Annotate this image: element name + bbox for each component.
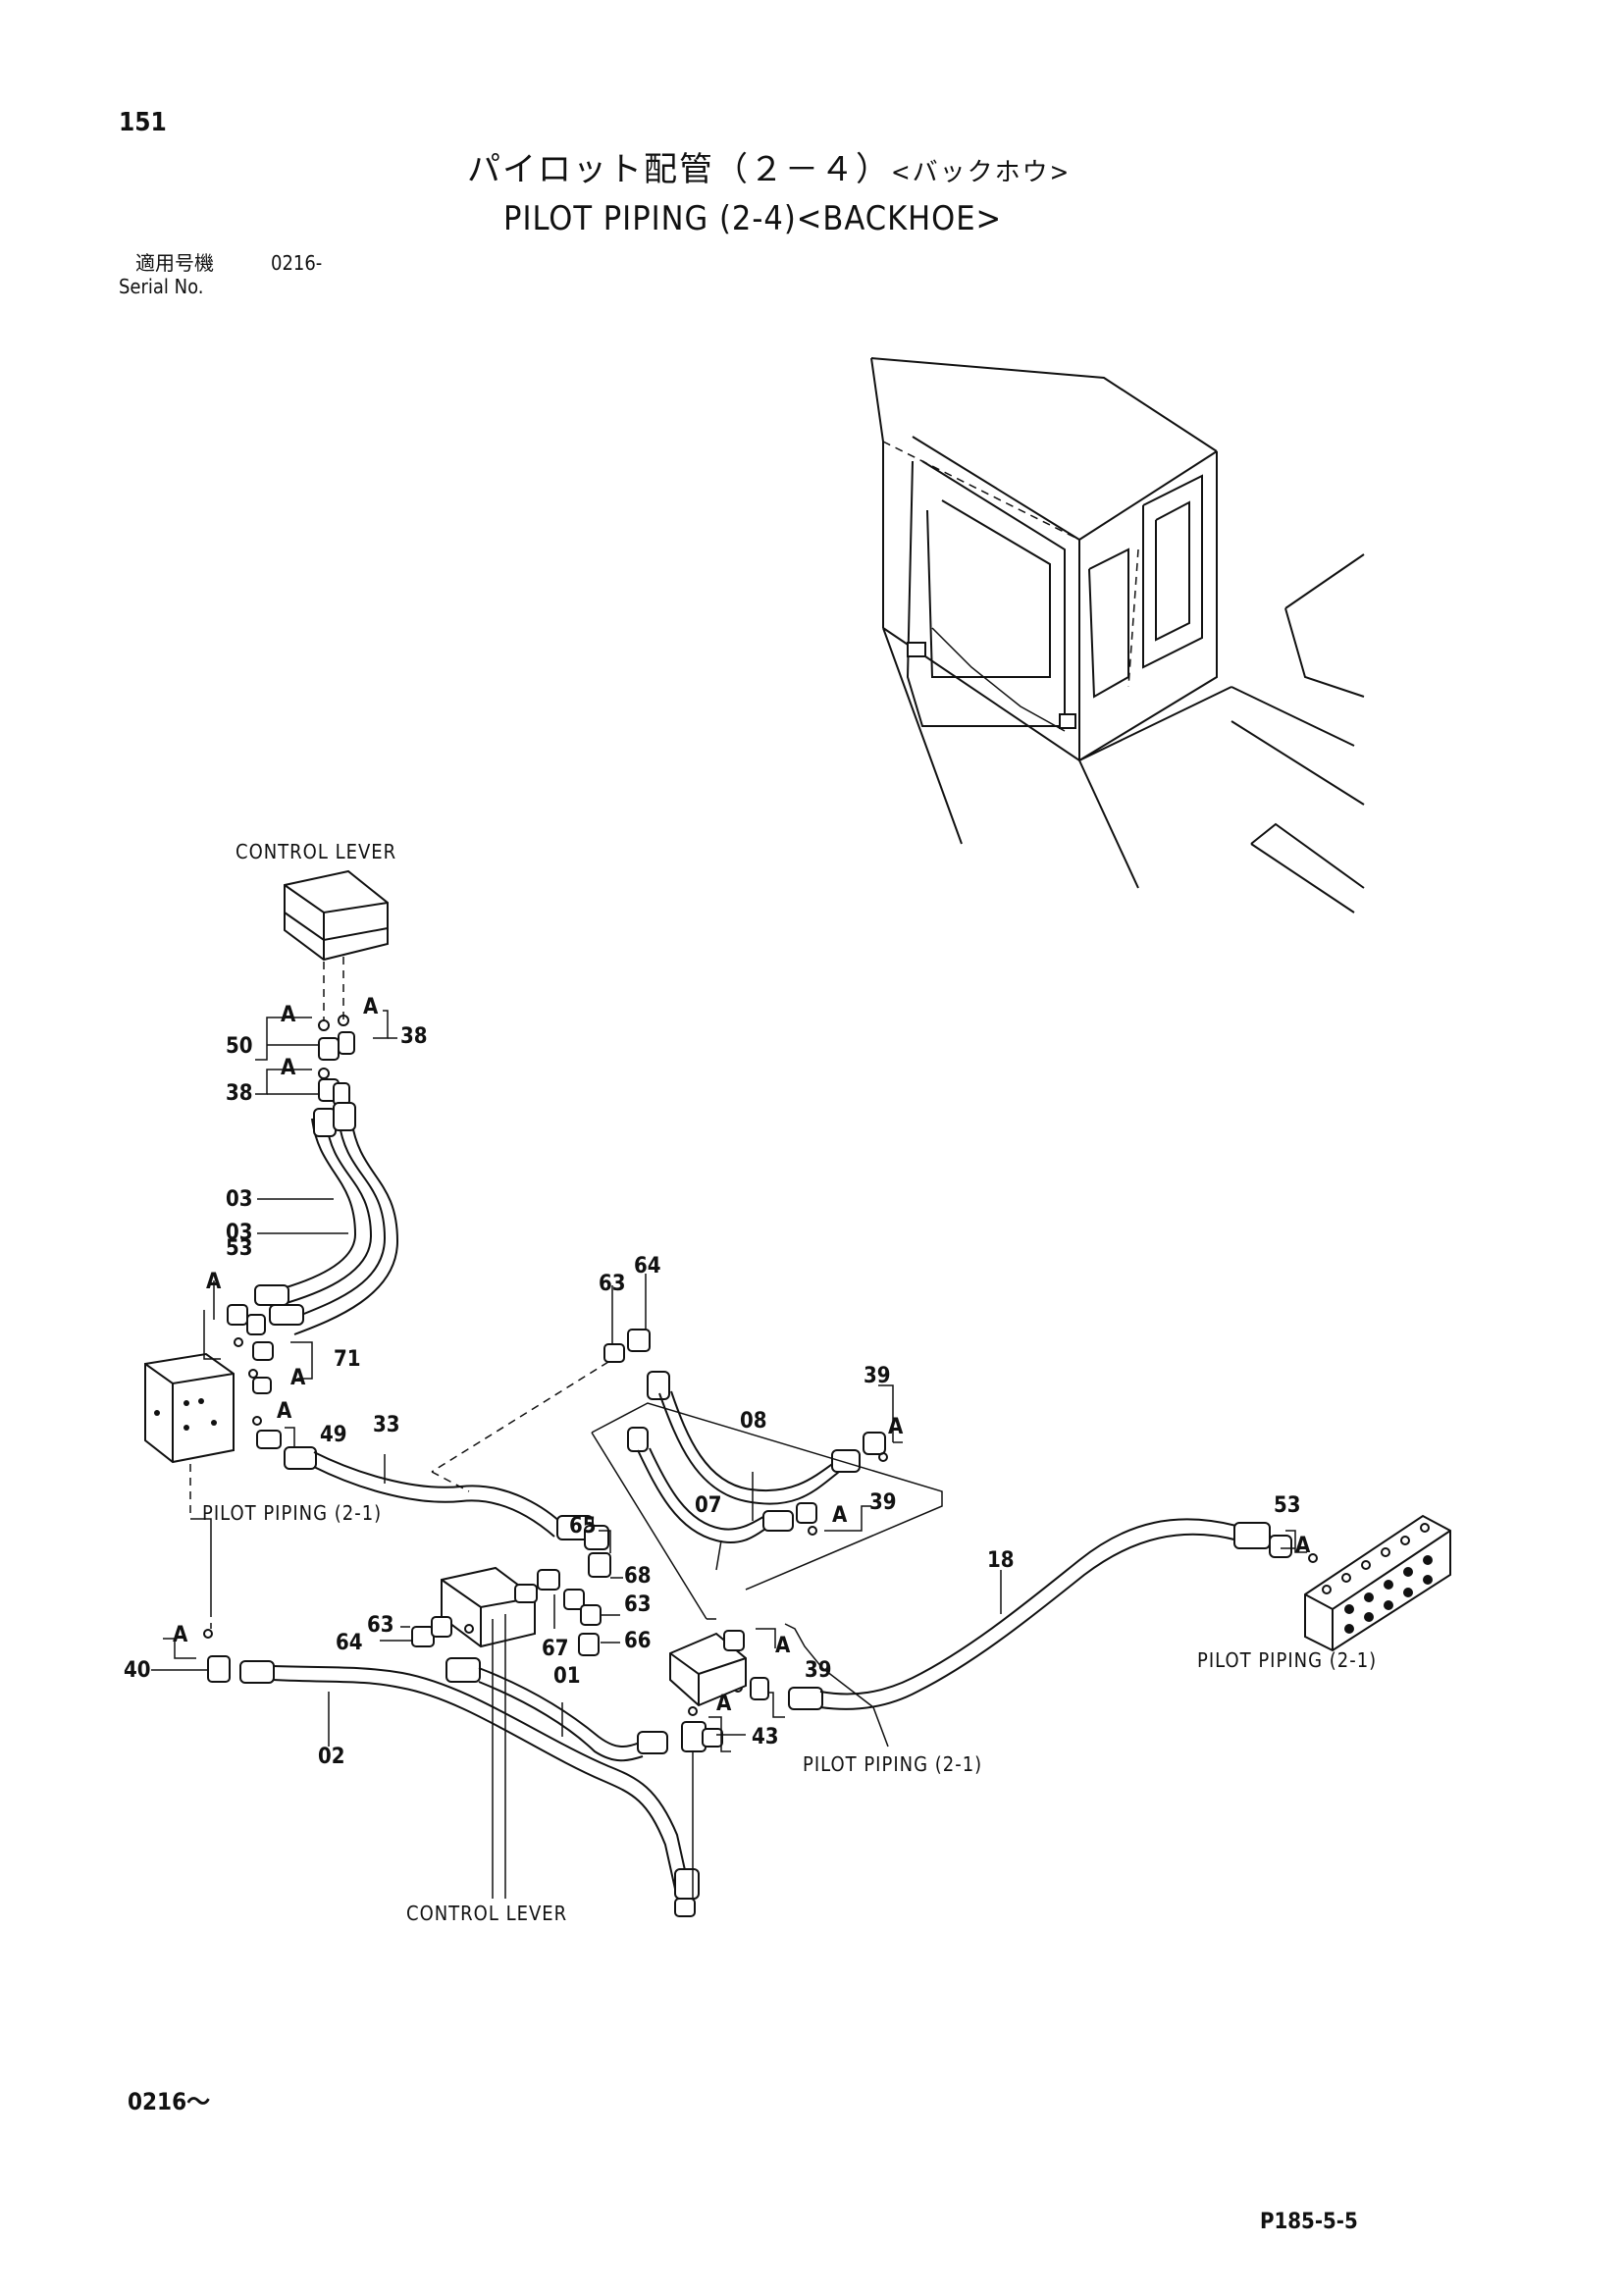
hose-01-02 bbox=[151, 1629, 700, 1917]
footer-serial: 0216～ bbox=[128, 2088, 211, 2115]
ref-letter-a: A bbox=[716, 1692, 732, 1716]
title-japanese-main: パイロット配管（２－４） bbox=[467, 150, 891, 189]
callout-63: 63 bbox=[599, 1272, 626, 1296]
ref-letter-a: A bbox=[775, 1634, 791, 1658]
label-control-lever-bottom: CONTROL LEVER bbox=[406, 1902, 568, 1925]
footer-code: P185-5-5 bbox=[1260, 2210, 1358, 2234]
title-english: PILOT PIPING (2-4)<BACKHOE> bbox=[503, 199, 1003, 238]
callout-39: 39 bbox=[805, 1658, 832, 1683]
label-control-lever-top: CONTROL LEVER bbox=[236, 840, 397, 863]
title-japanese-suffix: <バックホウ> bbox=[891, 158, 1072, 187]
callout-68: 68 bbox=[624, 1564, 652, 1589]
central-control-block bbox=[441, 1530, 623, 1899]
callout-03: 03 bbox=[226, 1187, 253, 1212]
page-number: 151 bbox=[119, 108, 167, 137]
callout-65: 65 bbox=[569, 1514, 597, 1539]
serial-value: 0216- bbox=[271, 251, 323, 275]
callout-03: 03 bbox=[226, 1221, 253, 1245]
central-left-fittings bbox=[380, 1616, 474, 1647]
left-valve-block bbox=[144, 1280, 313, 1629]
lower-tee-fittings bbox=[681, 1677, 785, 1900]
callout-01: 01 bbox=[553, 1664, 581, 1689]
serial-label-en: Serial No. bbox=[119, 275, 204, 298]
hose-03 bbox=[254, 1102, 399, 1335]
callout-49: 49 bbox=[320, 1423, 347, 1447]
callout-63: 63 bbox=[624, 1592, 652, 1617]
serial-label-jp: 適用号機 bbox=[135, 251, 214, 275]
callout-02: 02 bbox=[318, 1745, 345, 1769]
label-pilot-piping-center: PILOT PIPING (2-1) bbox=[803, 1752, 983, 1776]
control-lever-top-block bbox=[284, 869, 389, 1020]
label-pilot-piping-left: PILOT PIPING (2-1) bbox=[202, 1501, 383, 1525]
title-japanese: パイロット配管（２－４）<バックホウ> bbox=[467, 153, 1071, 186]
ref-letter-a: A bbox=[363, 995, 379, 1019]
ref-letter-a: A bbox=[281, 1003, 296, 1027]
callout-33: 33 bbox=[373, 1413, 400, 1437]
callout-67: 67 bbox=[542, 1637, 569, 1661]
hose-08-07 bbox=[591, 1371, 943, 1620]
ref-letter-a: A bbox=[277, 1399, 292, 1424]
ref-letter-a: A bbox=[173, 1623, 188, 1647]
ref-letter-a: A bbox=[290, 1366, 306, 1390]
callout-40: 40 bbox=[124, 1658, 151, 1683]
ref-letter-a: A bbox=[1295, 1534, 1311, 1558]
ref-letter-a: A bbox=[832, 1503, 848, 1528]
lever-fittings bbox=[255, 1010, 397, 1106]
callout-43: 43 bbox=[752, 1725, 779, 1749]
ref-letter-a: A bbox=[206, 1270, 222, 1294]
callout-18: 18 bbox=[987, 1548, 1015, 1573]
callout-50: 50 bbox=[226, 1034, 253, 1059]
callout-64: 64 bbox=[336, 1631, 363, 1655]
upper-center-fittings bbox=[431, 1274, 651, 1492]
callout-39: 39 bbox=[869, 1490, 897, 1515]
callout-08: 08 bbox=[740, 1409, 767, 1434]
callout-39: 39 bbox=[864, 1364, 891, 1388]
callout-63: 63 bbox=[367, 1613, 394, 1638]
right-manifold-block bbox=[1281, 1514, 1451, 1652]
hose-33 bbox=[284, 1446, 609, 1550]
callout-07: 07 bbox=[695, 1493, 722, 1518]
ref-letter-a: A bbox=[281, 1056, 296, 1080]
callout-38: 38 bbox=[400, 1024, 428, 1049]
hose-18 bbox=[788, 1518, 1292, 1710]
callout-64: 64 bbox=[634, 1254, 661, 1278]
callout-53: 53 bbox=[1274, 1493, 1301, 1518]
ref-letter-a: A bbox=[888, 1415, 904, 1439]
callout-66: 66 bbox=[624, 1629, 652, 1653]
callout-53: 53 bbox=[226, 1236, 253, 1261]
callout-38: 38 bbox=[226, 1081, 253, 1106]
label-pilot-piping-right: PILOT PIPING (2-1) bbox=[1197, 1648, 1378, 1672]
cab-illustration bbox=[870, 357, 1365, 913]
lower-center-block bbox=[669, 1623, 889, 1748]
callout-71: 71 bbox=[334, 1347, 361, 1372]
